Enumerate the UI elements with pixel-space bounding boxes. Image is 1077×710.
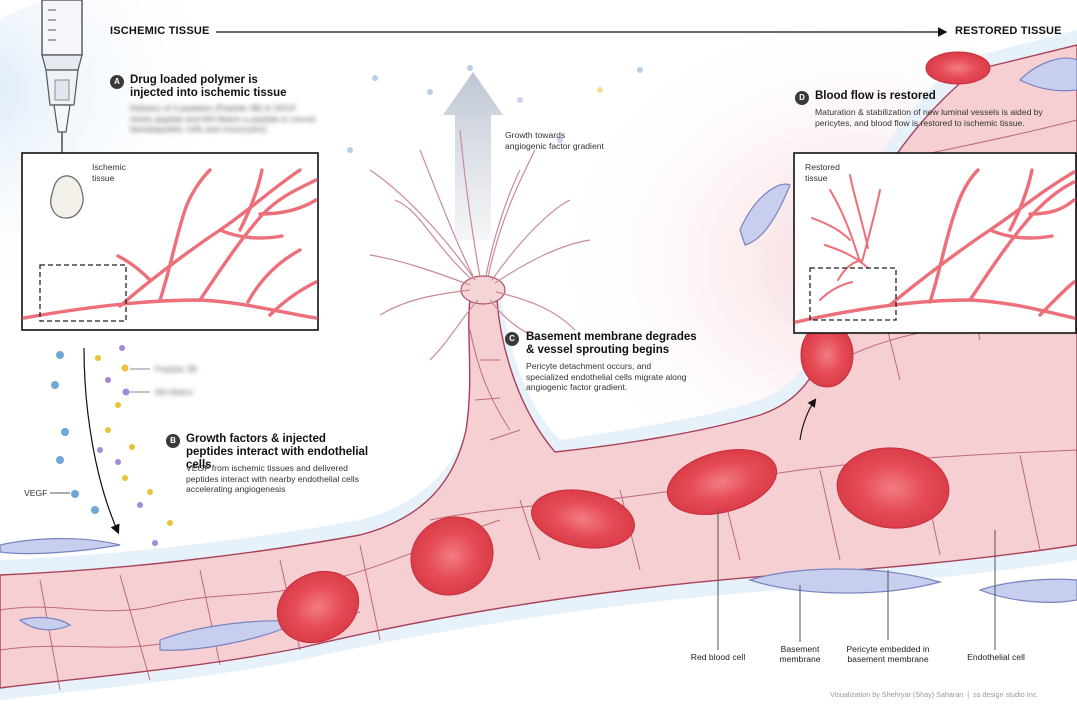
- ischemic-inset: [22, 153, 318, 330]
- step-d-body: Maturation & stabilization of new lumina…: [815, 107, 1060, 128]
- rbc: [926, 52, 990, 84]
- red-blood-cell-label: Red blood cell: [680, 652, 756, 662]
- step-a-badge: A: [110, 75, 124, 89]
- pericyte-label: Pericyte embedded in basement membrane: [840, 644, 936, 664]
- vegf-label: VEGF: [24, 488, 47, 499]
- endothelial-cell-label: Endothelial cell: [958, 652, 1034, 662]
- growth-label: Growth towards angiogenic factor gradien…: [505, 130, 605, 151]
- step-d-badge: D: [795, 91, 809, 105]
- header-right-label: RESTORED TISSUE: [955, 25, 1062, 37]
- step-c-body: Pericyte detachment occurs, and speciali…: [526, 361, 696, 393]
- header-left-label: ISCHEMIC TISSUE: [110, 25, 210, 37]
- step-c-title: Basement membrane degrades & vessel spro…: [526, 331, 706, 357]
- step-b-badge: B: [166, 434, 180, 448]
- peptide-purple-label: MA Matrix: [155, 387, 193, 398]
- ischemic-tissue-label: Ischemic tissue: [92, 162, 140, 183]
- restored-tissue-label: Restored tissue: [805, 162, 853, 183]
- step-d-title: Blood flow is restored: [815, 90, 1015, 103]
- peptide-yellow-label: Peptide 3B: [155, 364, 197, 375]
- step-c-badge: C: [505, 332, 519, 346]
- step-b-body: VEGF from ischemic tissues and delivered…: [186, 463, 371, 495]
- credit: Visualization by Shehryar (Shay) Saharan…: [830, 690, 1038, 699]
- basement-membrane-label: Basement membrane: [770, 644, 830, 664]
- step-a-body: Delivery of 3 peptides (Peptide 3B) & VE…: [130, 103, 320, 135]
- step-a-title: Drug loaded polymer is injected into isc…: [130, 74, 300, 100]
